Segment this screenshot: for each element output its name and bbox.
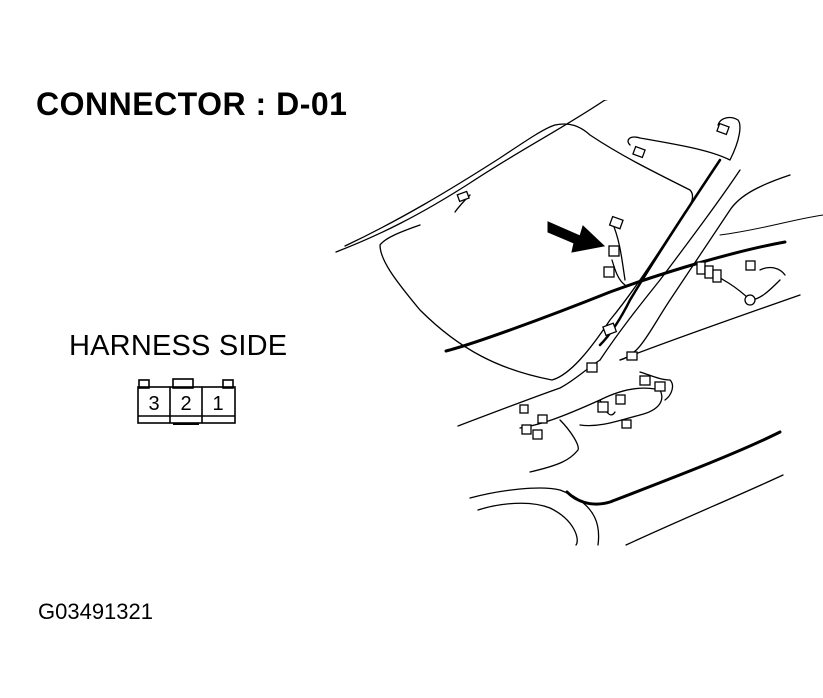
pin-1-number: 1 [212,393,223,415]
vehicle-harness-drawing [335,100,823,546]
connector-title: CONNECTOR : D-01 [36,86,348,122]
pin-2-number: 2 [180,393,191,415]
connector-face-diagram: 3 2 1 [137,378,236,425]
pin-3-number: 3 [148,393,159,415]
harness-side-label: HARNESS SIDE [69,330,288,362]
figure-id: G03491321 [38,599,153,624]
arrow-indicator-icon [547,221,606,253]
